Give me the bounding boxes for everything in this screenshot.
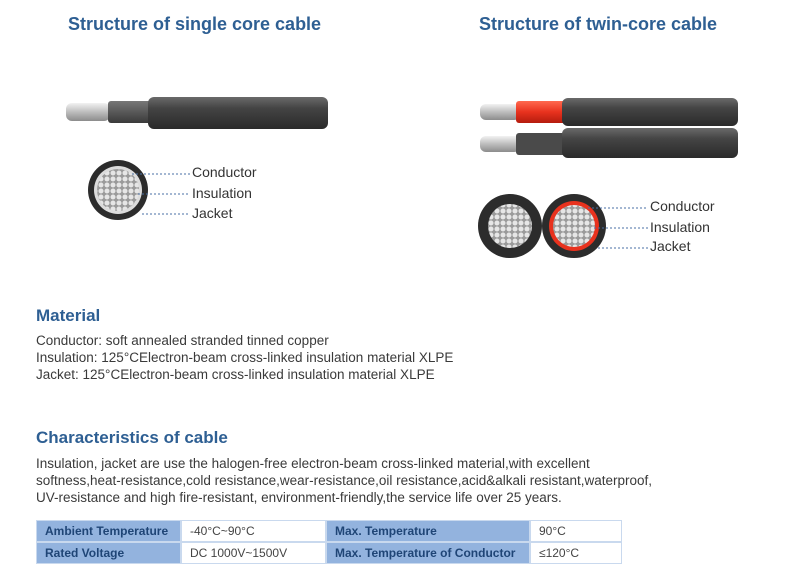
spec-label-ambient-temperature: Ambient Temperature (36, 520, 181, 542)
material-insulation-line: Insulation: 125°CElectron-beam cross-lin… (36, 350, 454, 365)
twin-core-title: Structure of twin-core cable (479, 14, 718, 34)
twin-lower-insulation (516, 133, 566, 155)
material-list: Conductor: soft annealed stranded tinned… (36, 332, 453, 383)
twin-left-conductor (488, 204, 532, 248)
twin-callout-insulation: Insulation (650, 219, 710, 235)
table-row: Rated Voltage DC 1000V~1500V Max. Temper… (36, 542, 622, 564)
characteristics-line: softness,heat-resistance,cold resistance… (36, 473, 653, 488)
single-jacket-layer (148, 97, 328, 129)
material-conductor-line: Conductor: soft annealed stranded tinned… (36, 333, 329, 348)
spec-label-max-temperature-conductor: Max. Temperature of Conductor (326, 542, 530, 564)
single-core-title: Structure of single core cable (68, 14, 322, 34)
single-insulation-layer (108, 101, 152, 123)
twin-core-cable-side-view (480, 98, 738, 158)
spec-value-rated-voltage: DC 1000V~1500V (181, 542, 326, 564)
twin-core-cross-section (478, 194, 648, 258)
single-conductor-core (97, 169, 139, 211)
single-callout-jacket: Jacket (192, 205, 233, 221)
single-callout-insulation: Insulation (192, 185, 252, 201)
material-jacket-line: Jacket: 125°CElectron-beam cross-linked … (36, 367, 435, 382)
twin-lower-conductor (480, 136, 520, 152)
spec-value-ambient-temperature: -40°C~90°C (181, 520, 326, 542)
table-row: Ambient Temperature -40°C~90°C Max. Temp… (36, 520, 622, 542)
twin-right-conductor (553, 205, 595, 247)
single-conductor-strands (66, 103, 110, 121)
characteristics-heading: Characteristics of cable (36, 428, 228, 447)
twin-lower-jacket (562, 128, 738, 158)
single-core-cross-section (88, 160, 190, 220)
twin-callout-conductor: Conductor (650, 198, 715, 214)
spec-label-rated-voltage: Rated Voltage (36, 542, 181, 564)
characteristics-line: Insulation, jacket are use the halogen-f… (36, 456, 590, 471)
twin-upper-jacket (562, 98, 738, 126)
twin-upper-red-insulation (516, 101, 566, 123)
characteristics-paragraph: Insulation, jacket are use the halogen-f… (36, 455, 652, 506)
spec-value-max-temperature: 90°C (530, 520, 622, 542)
material-heading: Material (36, 306, 101, 325)
characteristics-line: UV-resistance and high fire-resistant, e… (36, 490, 562, 505)
single-core-cable-side-view (66, 97, 328, 129)
single-callout-conductor: Conductor (192, 164, 257, 180)
spec-label-max-temperature: Max. Temperature (326, 520, 530, 542)
twin-callout-jacket: Jacket (650, 238, 691, 254)
spec-table: Ambient Temperature -40°C~90°C Max. Temp… (36, 520, 622, 564)
spec-value-max-temperature-conductor: ≤120°C (530, 542, 622, 564)
twin-upper-conductor (480, 104, 520, 120)
